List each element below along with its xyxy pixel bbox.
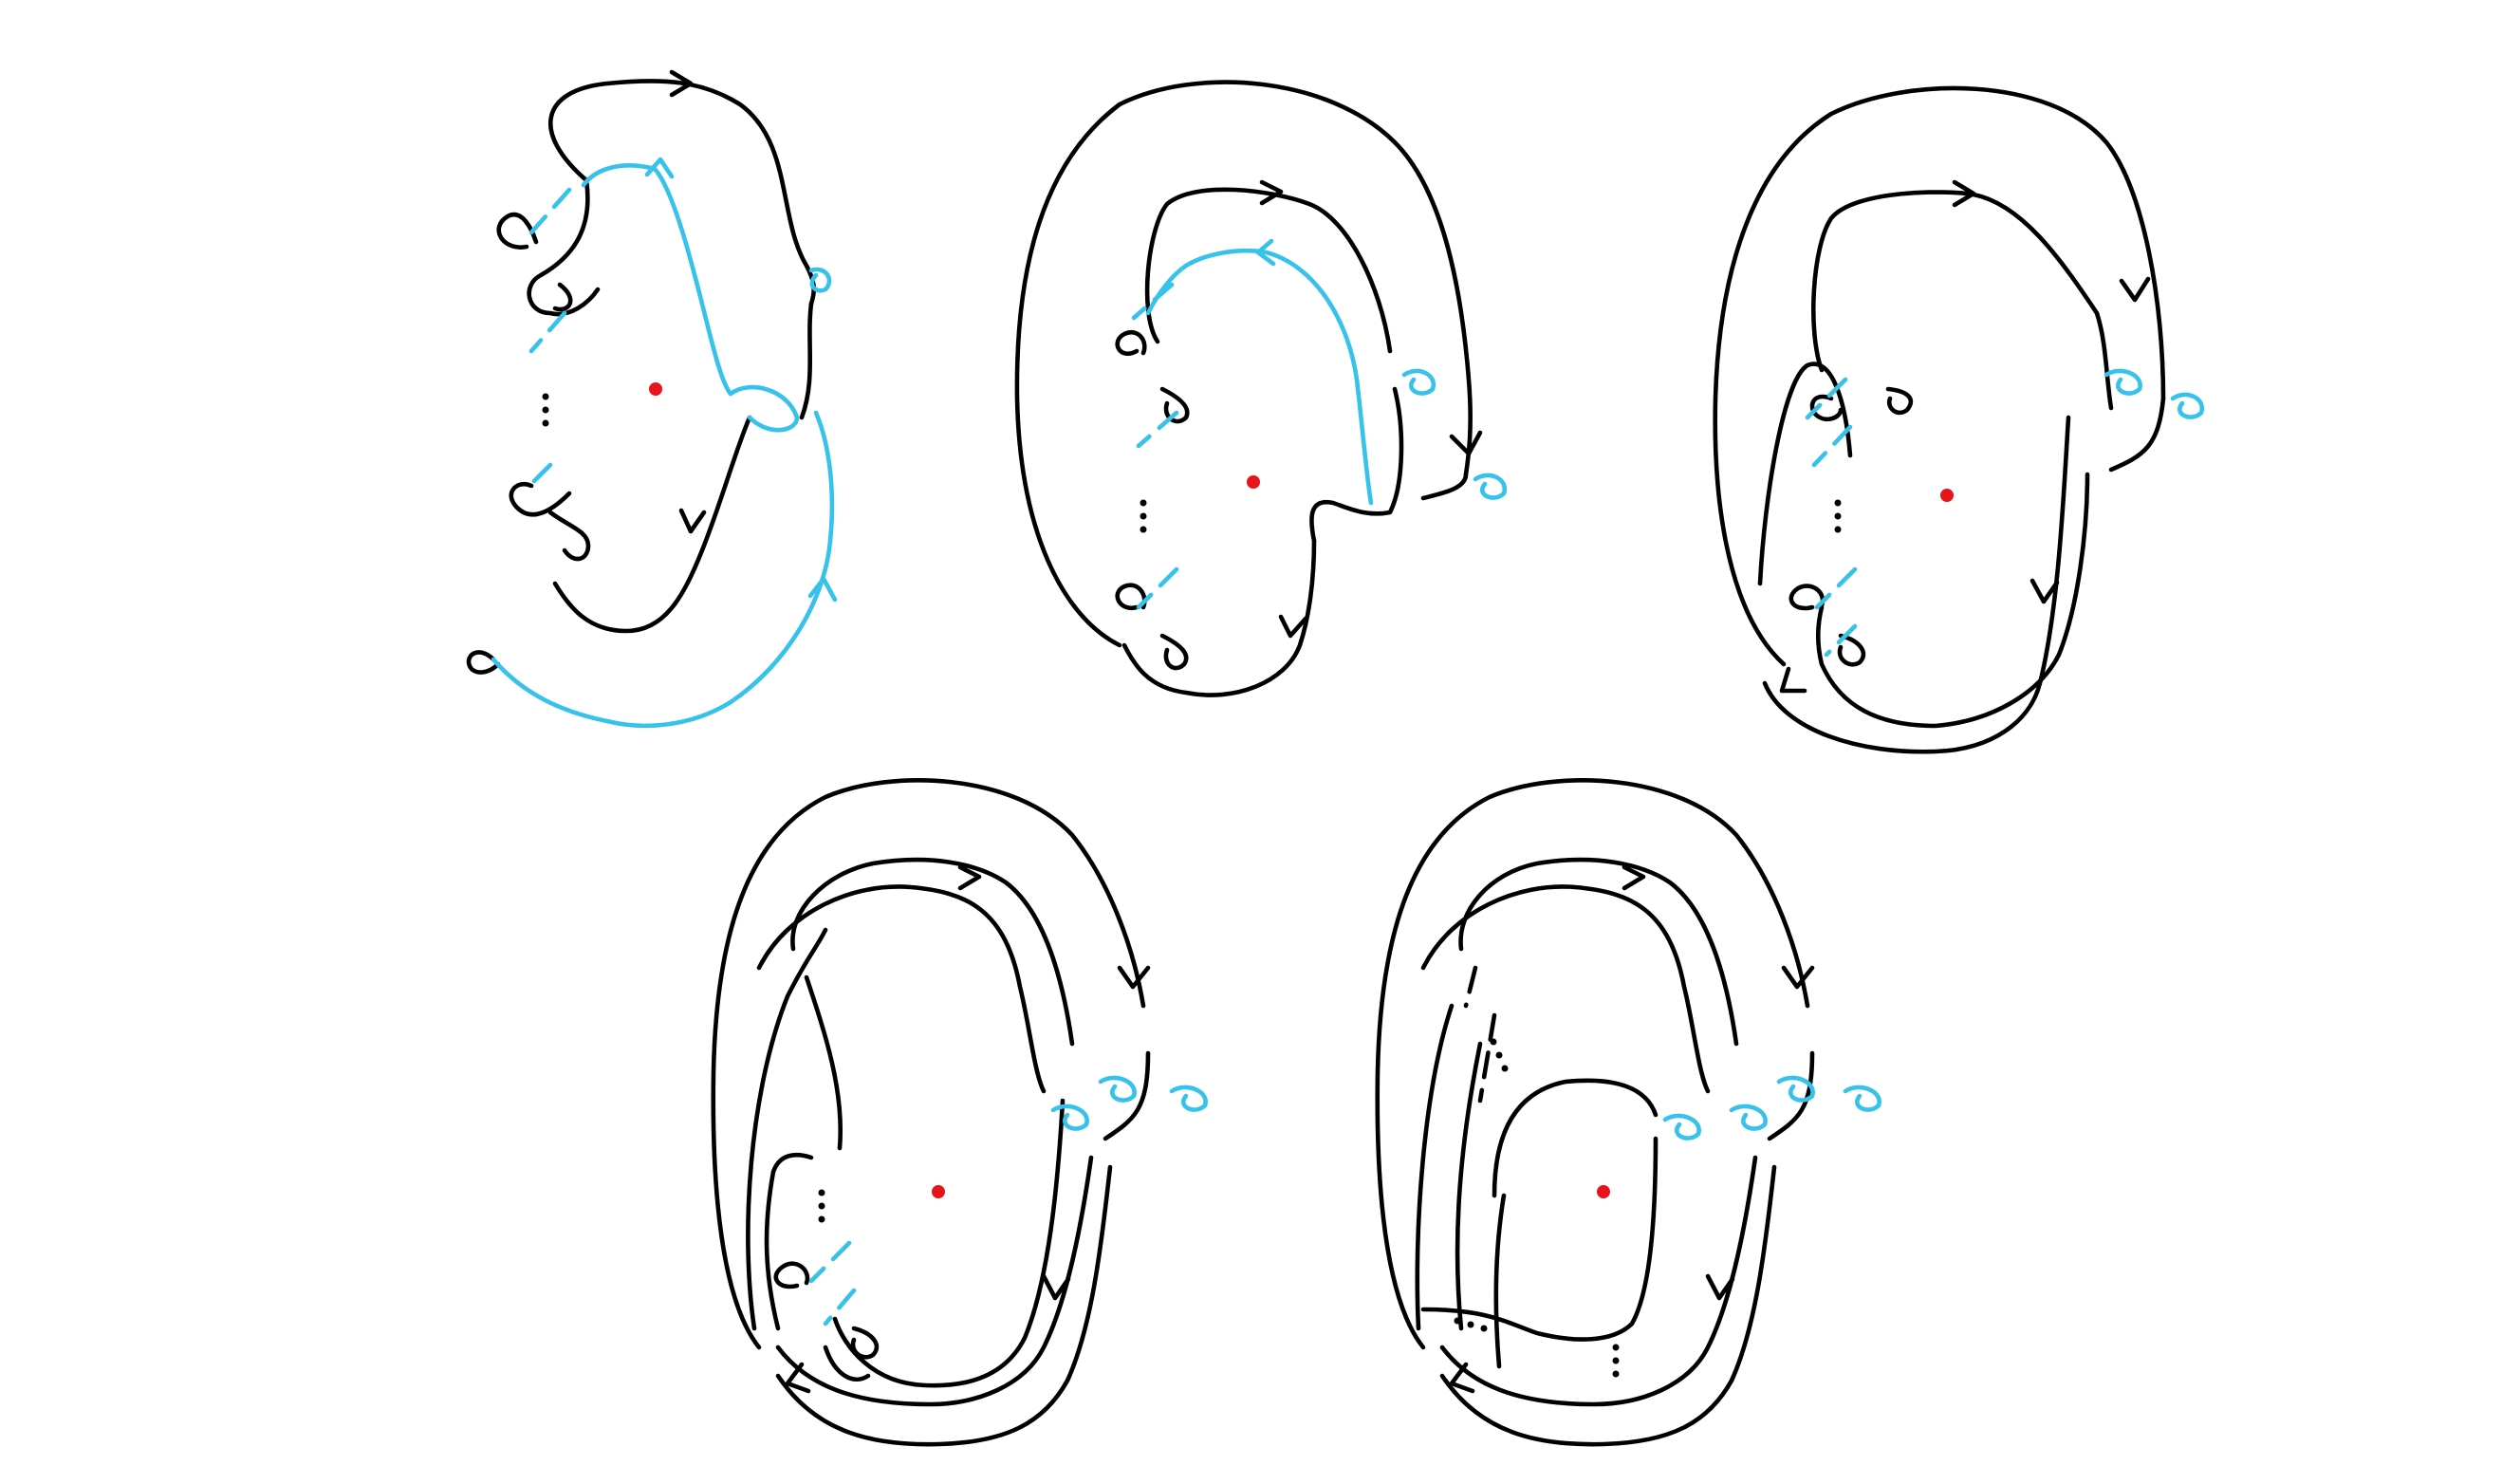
basepoint [1247, 475, 1260, 489]
basepoint [932, 1185, 945, 1198]
ellipsis-dot [1612, 1344, 1620, 1351]
basepoint [1597, 1185, 1610, 1198]
ellipsis-dot [818, 1215, 825, 1223]
panel-4 [711, 778, 1208, 1447]
ellipsis-dot [818, 1202, 825, 1210]
ellipsis-dot [542, 419, 549, 427]
ellipsis-dot [1612, 1370, 1620, 1378]
ellipsis-dot [1140, 526, 1147, 533]
ellipsis-dot [1501, 1065, 1509, 1072]
ellipsis-dot [818, 1189, 825, 1196]
ellipsis-dot [1140, 499, 1147, 507]
basepoint [649, 382, 662, 396]
ellipsis-dot [1834, 512, 1842, 520]
ellipsis-dot [1467, 1321, 1474, 1328]
ellipsis-dot [542, 393, 549, 400]
ellipsis-dot [1490, 1038, 1497, 1046]
panel-1 [466, 69, 838, 729]
ellipsis-dot [1495, 1051, 1503, 1059]
ellipsis-dot [1454, 1317, 1461, 1325]
ellipsis-dot [1480, 1325, 1488, 1332]
panel-5 [1375, 778, 1881, 1447]
basepoint [1940, 489, 1954, 502]
ellipsis-dot [1140, 512, 1147, 520]
ellipsis-dot [1834, 499, 1842, 507]
ellipsis-dot [1612, 1357, 1620, 1364]
ellipsis-dot [1834, 526, 1842, 533]
ellipsis-dot [542, 406, 549, 414]
panel-3 [1713, 85, 2205, 754]
panel-2 [1014, 80, 1508, 697]
